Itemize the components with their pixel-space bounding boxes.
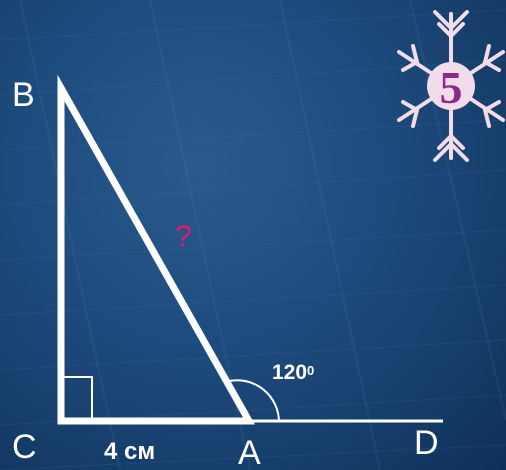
vertex-label-a: A xyxy=(238,434,261,470)
triangle-abc xyxy=(57,74,255,425)
snowflake-number-icon: 5 xyxy=(397,10,505,162)
side-ca-length: 4 см xyxy=(104,438,156,465)
vertex-label-c: C xyxy=(12,428,37,466)
vertex-label-d: D xyxy=(414,424,439,462)
right-angle-marker xyxy=(61,376,93,421)
exterior-angle-label: 1200 xyxy=(272,362,314,383)
angle-value: 120 xyxy=(272,361,308,384)
unknown-side-label: ? xyxy=(175,220,192,253)
vertex-label-b: B xyxy=(12,76,35,114)
exterior-angle-arc xyxy=(228,379,280,422)
degree-mark: 0 xyxy=(307,363,315,378)
snowflake-digit: 5 xyxy=(440,62,463,113)
